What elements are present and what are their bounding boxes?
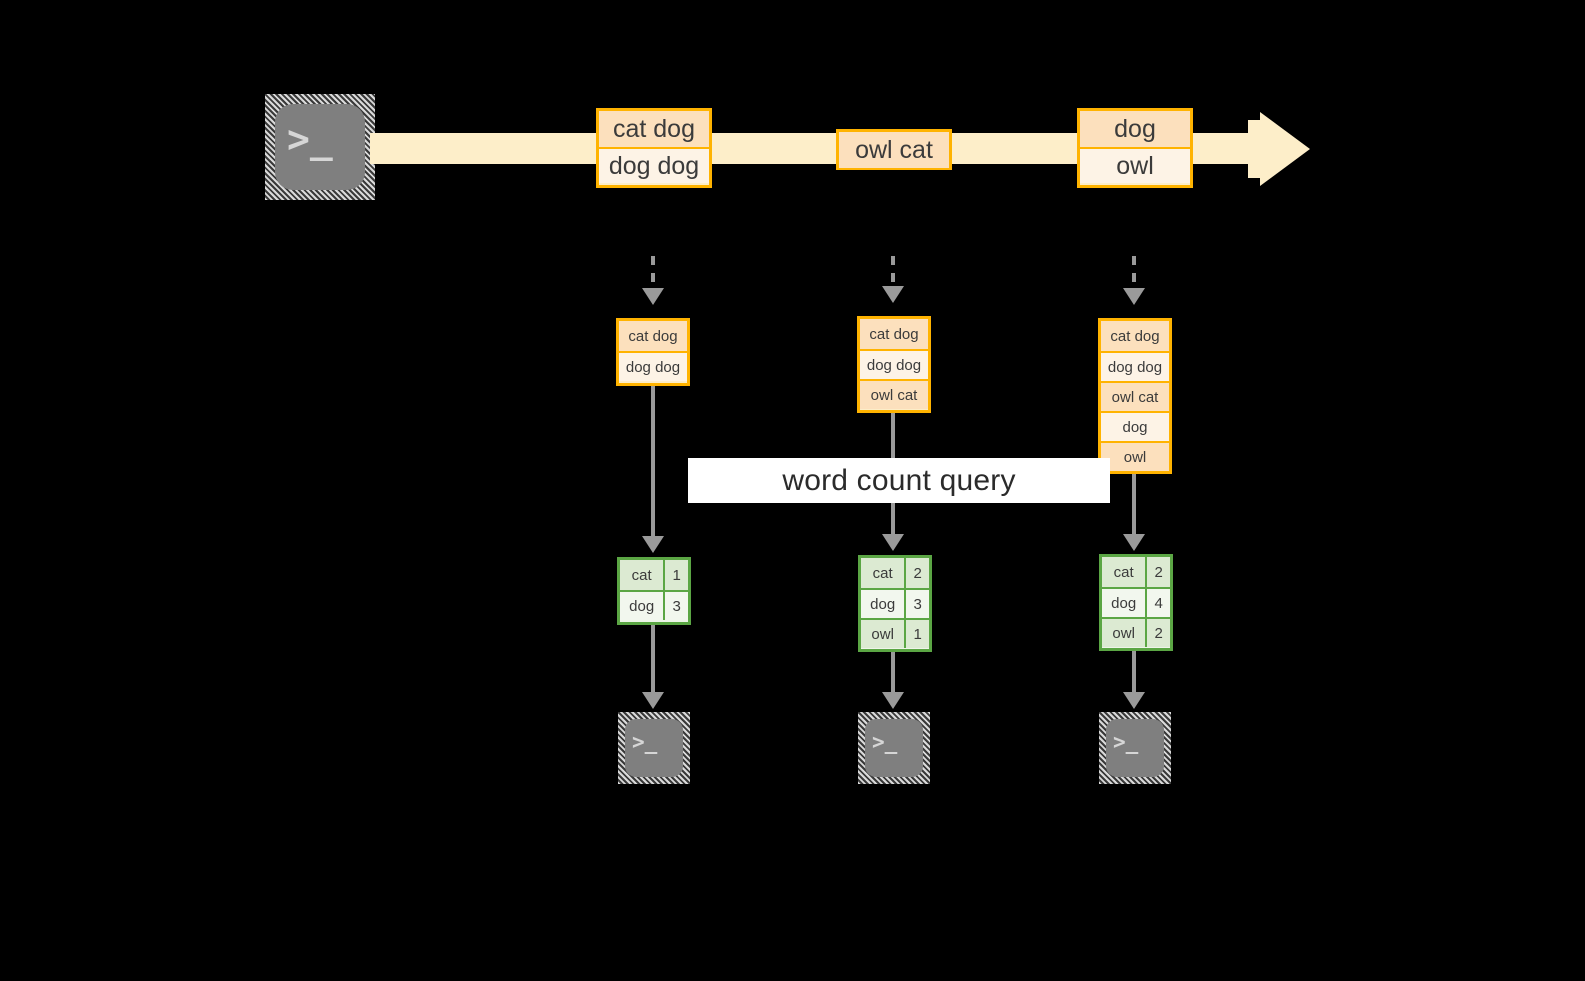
query-label-text: word count query [782,463,1016,497]
result-word: dog [620,592,664,620]
result-count: 3 [904,590,929,618]
column-3-sink-terminal-icon: >_ [1099,712,1171,784]
table-row: cat 1 [620,560,688,590]
input-line: cat dog [1101,321,1169,351]
column-3-sink-line [1132,651,1136,692]
result-count: 2 [1145,619,1170,647]
input-line: dog dog [1101,351,1169,381]
column-3-input-batch[interactable]: cat dog dog dog owl cat dog owl [1098,318,1172,474]
result-count: 3 [663,592,688,620]
input-line: owl cat [1101,381,1169,411]
source-terminal-icon: >_ [265,94,375,200]
column-3-query-arrow-head-icon [1123,534,1145,551]
input-line: owl [1101,441,1169,471]
column-1-sink-line [651,625,655,692]
stream-message-line: dog dog [599,147,709,183]
column-1-query-line [651,386,655,536]
column-1-query-arrow-head-icon [642,536,664,553]
stream-message-line: cat dog [599,111,709,147]
stream-message-group-2[interactable]: owl cat [836,129,952,170]
table-row: cat 2 [1102,557,1170,587]
table-row: dog 3 [620,590,688,620]
result-count: 1 [904,620,929,648]
result-word: owl [861,620,905,648]
column-3-query-line [1132,474,1136,534]
input-line: cat dog [619,321,687,351]
input-line: owl cat [860,379,928,409]
column-1-sink-terminal-icon: >_ [618,712,690,784]
input-line: dog dog [860,349,928,379]
input-line: dog [1101,411,1169,441]
column-3-trigger-arrow-head-icon [1123,288,1145,305]
stream-message-line: owl [1080,147,1190,183]
stream-message-line: dog [1080,111,1190,147]
column-2-result-table[interactable]: cat 2 dog 3 owl 1 [858,555,932,652]
terminal-prompt-glyph: >_ [287,117,333,161]
column-2-query-arrow-head-icon [882,534,904,551]
table-row: owl 1 [861,618,929,648]
terminal-prompt-glyph: >_ [1113,730,1139,754]
column-2-trigger-arrow-head-icon [882,286,904,303]
result-word: dog [861,590,905,618]
terminal-prompt-glyph: >_ [632,730,658,754]
column-1-trigger-arrow-head-icon [642,288,664,305]
result-word: cat [1102,557,1146,587]
column-1-result-table[interactable]: cat 1 dog 3 [617,557,691,625]
column-2-sink-line [891,652,895,692]
stream-band-joint [1248,133,1262,164]
result-count: 4 [1145,589,1170,617]
column-3-sink-arrow-head-icon [1123,692,1145,709]
column-1-trigger-line [651,256,655,288]
column-3-trigger-line [1132,256,1136,288]
column-2-input-batch[interactable]: cat dog dog dog owl cat [857,316,931,413]
table-row: dog 3 [861,588,929,618]
terminal-body [275,104,365,190]
terminal-prompt-glyph: >_ [872,730,898,754]
input-line: cat dog [860,319,928,349]
table-row: cat 2 [861,558,929,588]
column-2-sink-arrow-head-icon [882,692,904,709]
result-word: dog [1102,589,1146,617]
terminal-body [1106,719,1164,777]
terminal-body [865,719,923,777]
stream-message-group-3[interactable]: dog owl [1077,108,1193,188]
result-word: owl [1102,619,1146,647]
result-word: cat [861,558,905,588]
column-1-sink-arrow-head-icon [642,692,664,709]
table-row: owl 2 [1102,617,1170,647]
terminal-body [625,719,683,777]
stream-message-line: owl cat [839,132,949,168]
result-count: 2 [904,558,929,588]
column-2-trigger-line [891,256,895,288]
table-row: dog 4 [1102,587,1170,617]
input-line: dog dog [619,351,687,381]
column-1-input-batch[interactable]: cat dog dog dog [616,318,690,386]
stream-message-group-1[interactable]: cat dog dog dog [596,108,712,188]
result-count: 1 [663,560,688,590]
query-label: word count query [688,458,1110,503]
result-word: cat [620,560,664,590]
column-2-sink-terminal-icon: >_ [858,712,930,784]
column-3-result-table[interactable]: cat 2 dog 4 owl 2 [1099,554,1173,651]
result-count: 2 [1145,557,1170,587]
stream-arrow-head-icon [1248,112,1310,186]
